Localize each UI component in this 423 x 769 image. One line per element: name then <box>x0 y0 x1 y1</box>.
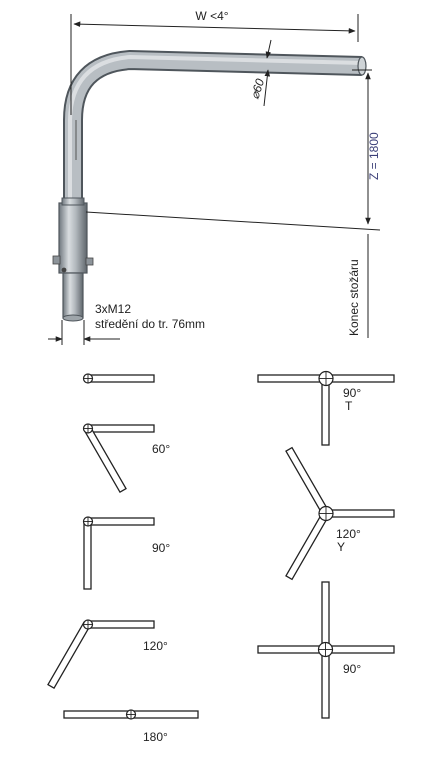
label-cross-angle: 90° <box>343 662 361 676</box>
config-single-120: 120° <box>47 619 168 689</box>
fixing-label-2: středění do tr. 76mm <box>95 317 205 331</box>
pole-stub <box>62 272 84 319</box>
height-dimension: Z = 1800 Konec stožáru <box>85 69 381 338</box>
config-cross-90: 90° <box>257 581 395 719</box>
height-label: Z = 1800 <box>367 132 381 180</box>
label-y-type: Y <box>337 540 345 554</box>
config-y-120: 120° Y <box>285 446 395 581</box>
fixing-label-1: 3xM12 <box>95 302 131 316</box>
label-90: 90° <box>152 541 170 555</box>
label-t-type: T <box>345 399 353 413</box>
diameter-dimension: ⌀60 <box>248 39 272 107</box>
label-t-angle: 90° <box>343 386 361 400</box>
bracket-sleeve <box>58 202 88 274</box>
label-y-angle: 120° <box>336 527 361 541</box>
bracket-tube <box>63 49 363 205</box>
diameter-label: ⌀60 <box>248 77 268 101</box>
config-t-90: 90° T <box>257 370 395 446</box>
config-single-90: 90° <box>82 516 170 590</box>
config-single-180: 180° <box>63 709 199 744</box>
width-dimension: W <4° <box>70 9 359 115</box>
label-120: 120° <box>143 639 168 653</box>
bracket-pipe <box>52 49 367 322</box>
pole-end-label: Konec stožáru <box>347 259 361 336</box>
sleeve-dimension: 3xM12 středění do tr. 76mm <box>48 302 205 345</box>
config-single-60: 60° <box>82 423 170 493</box>
label-60: 60° <box>152 442 170 456</box>
width-label: W <4° <box>195 9 228 23</box>
label-180: 180° <box>143 730 168 744</box>
tube-end <box>357 56 367 76</box>
fixing-bolts <box>52 255 94 273</box>
config-single-straight <box>82 373 155 384</box>
